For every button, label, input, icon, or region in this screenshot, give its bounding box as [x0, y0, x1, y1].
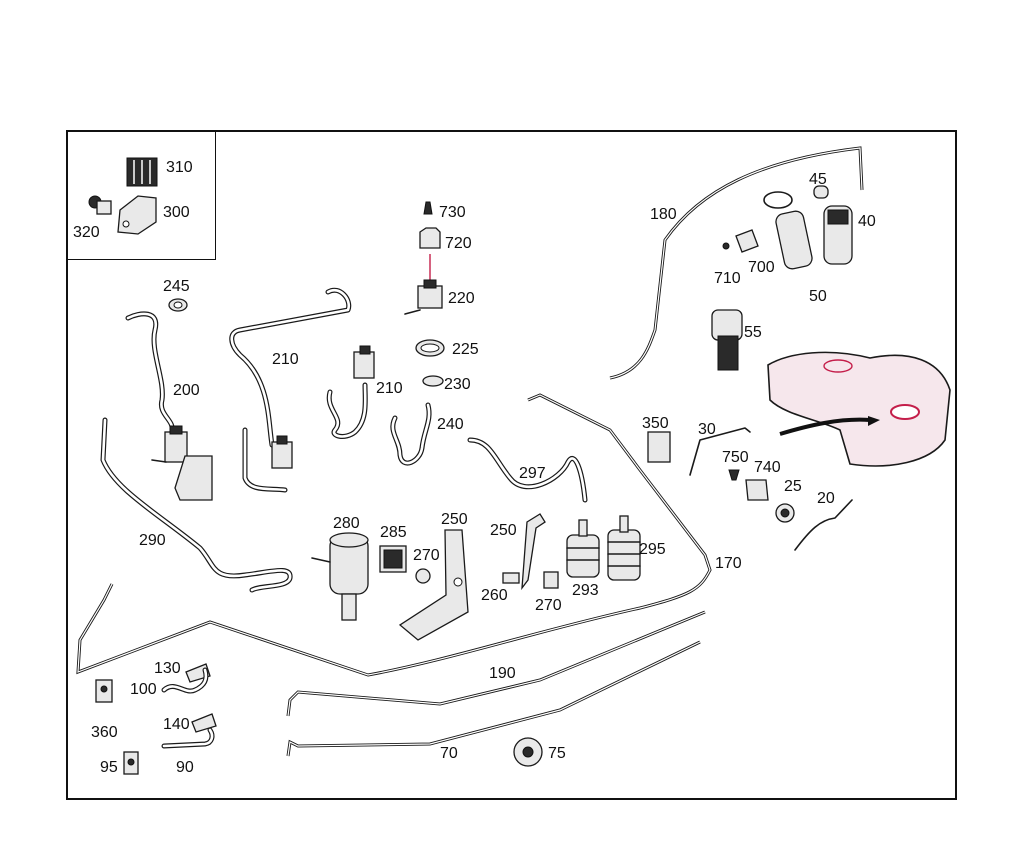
part-240-hose [390, 402, 432, 466]
part-25-sensor [775, 503, 795, 523]
label-100: 100 [130, 681, 157, 698]
part-297-hose [467, 437, 588, 503]
fuel-tank [767, 351, 951, 467]
label-710: 710 [714, 270, 741, 287]
label-210-left: 210 [272, 351, 299, 368]
part-250-bracket-b [521, 513, 546, 591]
part-210-converter-mid [326, 345, 375, 439]
part-40-sensor [823, 205, 853, 265]
label-310: 310 [166, 159, 193, 176]
label-25: 25 [784, 478, 802, 495]
label-700: 700 [748, 259, 775, 276]
part-170-pipe [76, 393, 712, 677]
label-250-a: 250 [441, 511, 468, 528]
label-320: 320 [73, 224, 100, 241]
part-200-converter [125, 311, 213, 501]
part-180-pipe [609, 146, 864, 380]
part-30-line [689, 427, 751, 476]
label-40: 40 [858, 213, 876, 230]
label-720: 720 [445, 235, 472, 252]
label-220: 220 [448, 290, 475, 307]
label-180: 180 [650, 206, 677, 223]
label-210-mid: 210 [376, 380, 403, 397]
part-90-hose [161, 727, 215, 749]
label-270-b: 270 [535, 597, 562, 614]
part-720-connector [419, 227, 441, 249]
label-285: 285 [380, 524, 407, 541]
part-45-cap [813, 185, 829, 199]
part-70-pipe [286, 640, 701, 757]
label-295: 295 [639, 541, 666, 558]
part-250-bracket-a [398, 529, 469, 641]
part-310-clip [126, 157, 158, 187]
label-75: 75 [548, 745, 566, 762]
label-45: 45 [809, 171, 827, 188]
label-360: 360 [91, 724, 118, 741]
part-750-plug [728, 469, 740, 481]
label-170: 170 [715, 555, 742, 572]
label-740: 740 [754, 459, 781, 476]
label-270-a: 270 [413, 547, 440, 564]
part-300-bracket [117, 195, 157, 235]
part-210-hose-left [229, 287, 352, 493]
part-95-clip [123, 751, 139, 775]
label-250-b: 250 [490, 522, 517, 539]
part-270-nut-b [543, 571, 559, 589]
label-130: 130 [154, 660, 181, 677]
part-700-pump [763, 191, 813, 270]
part-360-bracket [95, 679, 113, 703]
part-740-seal [745, 479, 769, 501]
part-295-valve [607, 515, 641, 581]
label-95: 95 [100, 759, 118, 776]
label-30: 30 [698, 421, 716, 438]
part-350-holder [647, 431, 671, 463]
part-730-cap [423, 201, 433, 215]
part-710-connector [722, 229, 759, 253]
label-280: 280 [333, 515, 360, 532]
part-285-holder [379, 545, 407, 573]
label-200: 200 [173, 382, 200, 399]
part-100-hose [161, 667, 209, 694]
label-300: 300 [163, 204, 190, 221]
label-225: 225 [452, 341, 479, 358]
label-730: 730 [439, 204, 466, 221]
part-270-nut-a [415, 568, 431, 584]
label-260: 260 [481, 587, 508, 604]
part-75-grommet [513, 737, 543, 767]
part-230-clamp [422, 375, 444, 387]
part-320-bolt [88, 195, 112, 215]
label-140: 140 [163, 716, 190, 733]
part-55-valve [711, 309, 743, 371]
part-190-pipe [286, 610, 706, 717]
inset-box [66, 130, 216, 260]
label-55: 55 [744, 324, 762, 341]
label-190: 190 [489, 665, 516, 682]
diagram-frame [66, 130, 957, 800]
part-290-pipe [100, 417, 293, 593]
part-293-valve [566, 519, 600, 578]
part-220-valve [404, 254, 443, 315]
part-260-fitting [502, 572, 520, 584]
label-70: 70 [440, 745, 458, 762]
label-750: 750 [722, 449, 749, 466]
part-20-cable [794, 499, 853, 551]
label-290: 290 [139, 532, 166, 549]
label-350: 350 [642, 415, 669, 432]
label-20: 20 [817, 490, 835, 507]
label-50: 50 [809, 288, 827, 305]
part-245-clamp [168, 298, 188, 312]
part-280-filter [311, 532, 369, 621]
label-293: 293 [572, 582, 599, 599]
label-297: 297 [519, 465, 546, 482]
label-90: 90 [176, 759, 194, 776]
label-245: 245 [163, 278, 190, 295]
label-230: 230 [444, 376, 471, 393]
part-225-ring [415, 339, 445, 357]
label-240: 240 [437, 416, 464, 433]
